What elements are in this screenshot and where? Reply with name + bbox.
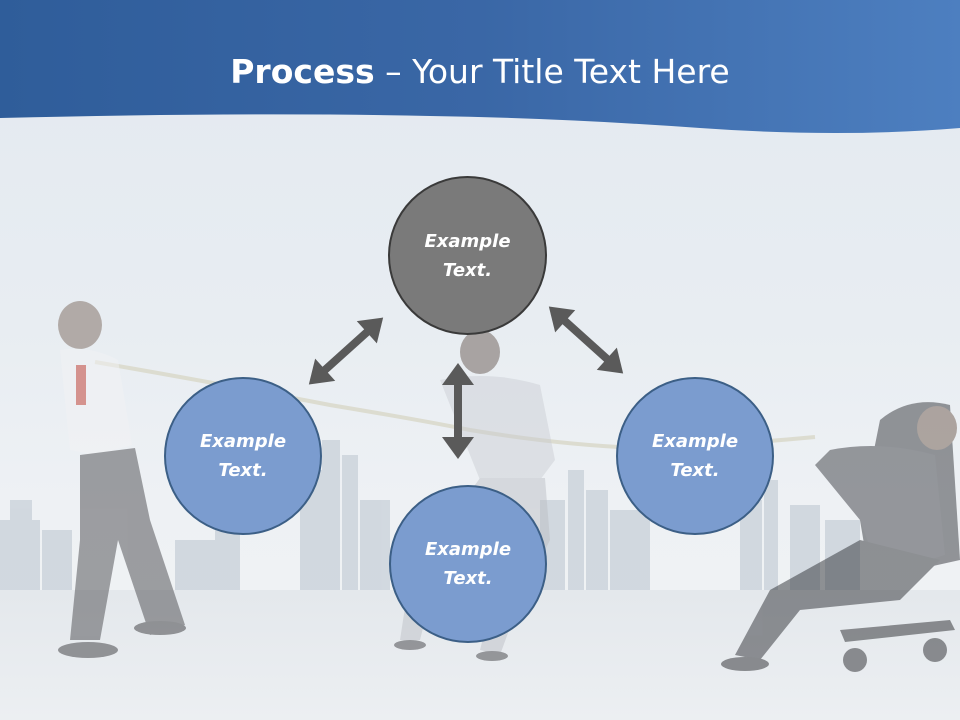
- title-rest: – Your Title Text Here: [374, 52, 730, 91]
- process-node-top[interactable]: Example Text.: [388, 176, 547, 335]
- node-right-label: Example Text.: [651, 431, 739, 481]
- title-bold: Process: [230, 52, 375, 91]
- man-right-figure: [721, 402, 960, 672]
- man-left-figure: [58, 301, 186, 658]
- process-node-bottom[interactable]: Example Text.: [389, 485, 547, 643]
- arrow-vertical: [442, 363, 474, 459]
- header-band: [0, 0, 960, 133]
- arrow-top-left: [308, 317, 384, 385]
- node-top-label: Example Text.: [424, 230, 511, 281]
- slide-title: Process – Your Title Text Here: [0, 52, 960, 91]
- node-left-label: Example Text.: [199, 431, 287, 481]
- process-node-left[interactable]: Example Text.: [164, 377, 322, 535]
- process-node-right[interactable]: Example Text.: [616, 377, 774, 535]
- arrow-top-right: [548, 306, 624, 374]
- node-bottom-label: Example Text.: [424, 539, 512, 589]
